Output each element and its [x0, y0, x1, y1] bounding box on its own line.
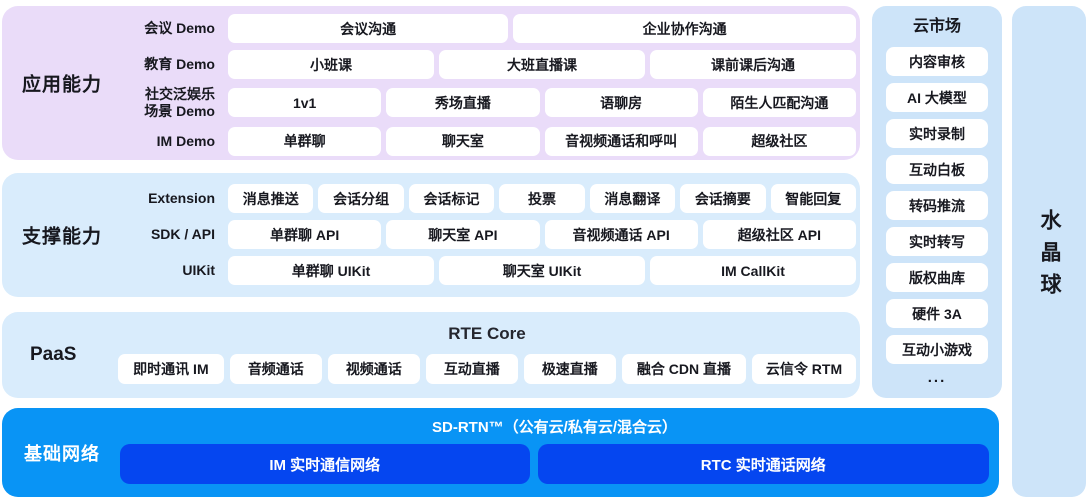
- support-chip: 会话摘要: [680, 184, 766, 213]
- market-item-chip: AI 大模型: [886, 83, 988, 112]
- support-chip: 音视频通话 API: [544, 220, 698, 249]
- support-chip: 聊天室 API: [386, 220, 540, 249]
- market-item-chip: 转码推流: [886, 191, 988, 220]
- cloud-market-ellipsis: ...: [927, 369, 947, 386]
- market-item-chip: 互动小游戏: [886, 335, 988, 364]
- band-label-paas: PaaS: [30, 344, 77, 365]
- application-chip: 会议沟通: [228, 14, 509, 43]
- support-chip: 消息推送: [228, 184, 314, 213]
- application-chip: 语聊房: [544, 88, 698, 118]
- application-chip: 秀场直播: [386, 88, 540, 118]
- support-chip: 会话分组: [318, 184, 404, 213]
- support-chip: 单群聊 UIKit: [228, 256, 434, 285]
- crystal-ball-title: 水晶球: [1038, 209, 1061, 305]
- row-label: 教育 Demo: [144, 56, 215, 73]
- row-label: 会议 Demo: [144, 20, 215, 37]
- paas-product-chip: 即时通讯 IM: [118, 354, 224, 384]
- application-chip: 1v1: [228, 88, 382, 118]
- row-items: 小班课大班直播课课前课后沟通: [228, 50, 856, 79]
- crystal-ball-column: 水晶球: [1012, 6, 1086, 497]
- support-row: Extension 消息推送会话分组会话标记投票消息翻译会话摘要智能回复: [2, 184, 856, 213]
- application-chip: 单群聊: [228, 126, 382, 156]
- support-chip: 聊天室 UIKit: [439, 256, 645, 285]
- market-item-chip: 实时转写: [886, 227, 988, 256]
- market-item-chip: 内容审核: [886, 47, 988, 76]
- market-item-chip: 实时录制: [886, 119, 988, 148]
- support-chip: 会话标记: [408, 184, 495, 213]
- application-chip: 大班直播课: [439, 50, 645, 79]
- row-items: 单群聊聊天室音视频通话和呼叫超级社区: [228, 126, 856, 156]
- paas-product-chip: 极速直播: [523, 354, 616, 384]
- market-item-chip: 版权曲库: [886, 263, 988, 292]
- row-label: SDK / API: [150, 226, 215, 243]
- paas-product-chip: 互动直播: [425, 354, 518, 384]
- band-support-capability: 支撑能力 Extension 消息推送会话分组会话标记投票消息翻译会话摘要智能回复…: [2, 173, 860, 297]
- application-chip: 聊天室: [386, 126, 540, 156]
- row-label: Extension: [148, 190, 215, 207]
- app-row: 会议 Demo 会议沟通企业协作沟通: [2, 14, 856, 43]
- row-items: 消息推送会话分组会话标记投票消息翻译会话摘要智能回复: [228, 184, 856, 213]
- support-chip: 智能回复: [770, 184, 856, 213]
- sd-rtn-title: SD-RTN™（公有云/私有云/混合云）: [432, 419, 677, 436]
- application-chip: 企业协作沟通: [513, 14, 856, 43]
- cloud-market-column: 云市场 内容审核 AI 大模型实时录制互动白板转码推流实时转写版权曲库硬件 3A 互…: [872, 6, 1002, 398]
- network-chip: IM 实时通信网络: [120, 444, 530, 484]
- row-label: UIKit: [182, 262, 215, 279]
- row-items: 会议沟通企业协作沟通: [228, 14, 856, 43]
- support-rows: Extension 消息推送会话分组会话标记投票消息翻译会话摘要智能回复 SDK /…: [2, 173, 860, 296]
- application-chip: 课前课后沟通: [650, 50, 856, 79]
- cloud-market-items: 内容审核 AI 大模型实时录制互动白板转码推流实时转写版权曲库硬件 3A 互动小游戏: [886, 47, 988, 364]
- row-label: 社交泛娱乐 场景 Demo: [144, 86, 215, 119]
- network-chip: RTC 实时通话网络: [537, 444, 989, 484]
- support-chip: 消息翻译: [589, 184, 676, 213]
- app-row: IM Demo 单群聊聊天室音视频通话和呼叫超级社区: [2, 126, 856, 156]
- application-chip: 音视频通话和呼叫: [544, 126, 698, 156]
- row-label: IM Demo: [156, 132, 215, 149]
- app-row: 教育 Demo 小班课大班直播课课前课后沟通: [2, 50, 856, 79]
- band-label-support: 支撑能力: [22, 226, 103, 248]
- market-item-chip: 硬件 3A: [886, 299, 988, 328]
- application-chip: 陌生人匹配沟通: [702, 88, 856, 118]
- support-chip: 单群聊 API: [228, 220, 382, 249]
- application-chip: 超级社区: [702, 126, 856, 156]
- paas-product-chip: 视频通话: [327, 354, 420, 384]
- band-label-network: 基础网络: [24, 443, 100, 464]
- support-chip: IM CallKit: [650, 256, 856, 285]
- application-chip: 小班课: [228, 50, 434, 79]
- rte-core-title: RTE Core: [448, 324, 526, 343]
- market-item-chip: 互动白板: [886, 155, 988, 184]
- support-chip: 投票: [499, 184, 585, 213]
- cloud-market-title: 云市场: [912, 18, 961, 35]
- band-label-application: 应用能力: [22, 74, 103, 96]
- support-chip: 超级社区 API: [702, 220, 856, 249]
- paas-product-chip: 云信令 RTM: [752, 354, 856, 384]
- paas-product-chip: 音频通话: [229, 354, 322, 384]
- paas-product-chip: 融合 CDN 直播: [621, 354, 747, 384]
